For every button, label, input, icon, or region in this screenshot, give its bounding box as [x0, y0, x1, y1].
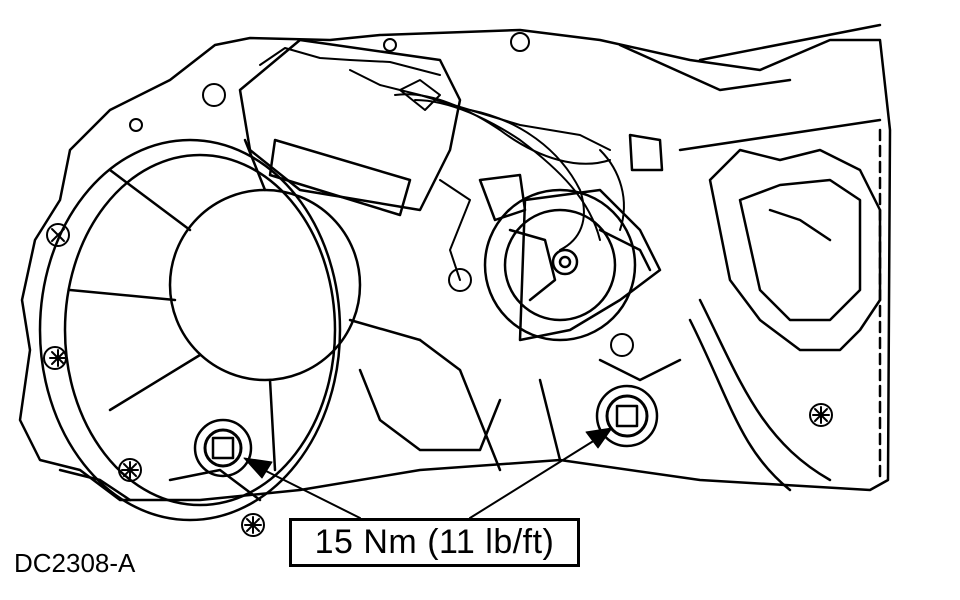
torque-callout: 15 Nm (11 lb/ft)	[289, 518, 580, 567]
bolts	[43, 32, 833, 537]
leader-right	[469, 439, 596, 519]
leader-left	[259, 467, 361, 519]
transmission-housing	[18, 23, 892, 522]
wiring-harness	[259, 47, 625, 281]
arrow-right	[585, 427, 613, 449]
drain-plug-right	[595, 384, 659, 448]
arrow-left	[243, 457, 273, 479]
starter-motor	[238, 38, 664, 342]
drain-plug-left	[193, 418, 253, 478]
figure-id-label: DC2308-A	[14, 548, 136, 578]
